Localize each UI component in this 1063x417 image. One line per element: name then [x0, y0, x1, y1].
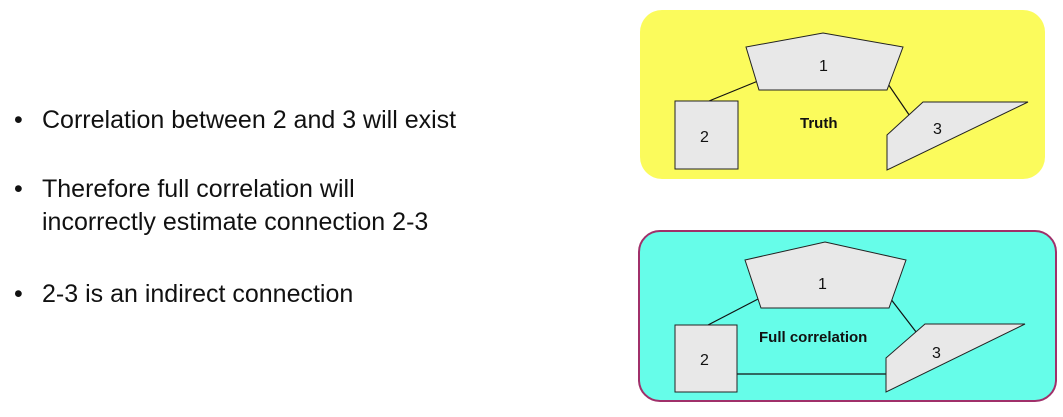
- bullet-text: Therefore full correlation will incorrec…: [42, 175, 429, 236]
- bullet-list: • Correlation between 2 and 3 will exist…: [14, 104, 456, 311]
- node-2-square: [674, 324, 738, 393]
- node-3-parallelogram: [886, 101, 1029, 171]
- node-1-label: 1: [818, 276, 827, 293]
- node-1-pentagon: [744, 241, 907, 309]
- bullet-text: 2-3 is an indirect connection: [42, 280, 354, 308]
- bullet-item: • 2-3 is an indirect connection: [14, 278, 353, 311]
- truth-title: Truth: [800, 115, 838, 132]
- bullet-item: • Correlation between 2 and 3 will exist: [14, 104, 456, 137]
- full-correlation-diagram: 1 2 3 Full correlation: [674, 241, 1026, 393]
- bullet-text: Correlation between 2 and 3 will exist: [42, 106, 457, 134]
- truth-diagram-panel: 1 2 3 Truth: [640, 10, 1045, 179]
- bullet-marker: •: [14, 175, 23, 203]
- node-3-label: 3: [932, 345, 941, 362]
- edge-1-2: [707, 297, 761, 326]
- node-1-label: 1: [819, 58, 828, 75]
- bullet-item: • Therefore full correlation will incorr…: [14, 173, 428, 239]
- full-correlation-title: Full correlation: [759, 329, 867, 346]
- edge-1-2: [708, 80, 759, 102]
- node-2-label: 2: [700, 352, 709, 369]
- bullet-marker: •: [14, 280, 23, 308]
- node-2-label: 2: [700, 129, 709, 146]
- truth-diagram: 1 2 3 Truth: [674, 32, 1029, 171]
- full-correlation-diagram-panel: 1 2 3 Full correlation: [638, 230, 1057, 402]
- node-3-parallelogram: [885, 323, 1026, 393]
- bullet-marker: •: [14, 106, 23, 134]
- node-2-square: [674, 100, 739, 170]
- node-1-pentagon: [745, 32, 904, 91]
- node-3-label: 3: [933, 121, 942, 138]
